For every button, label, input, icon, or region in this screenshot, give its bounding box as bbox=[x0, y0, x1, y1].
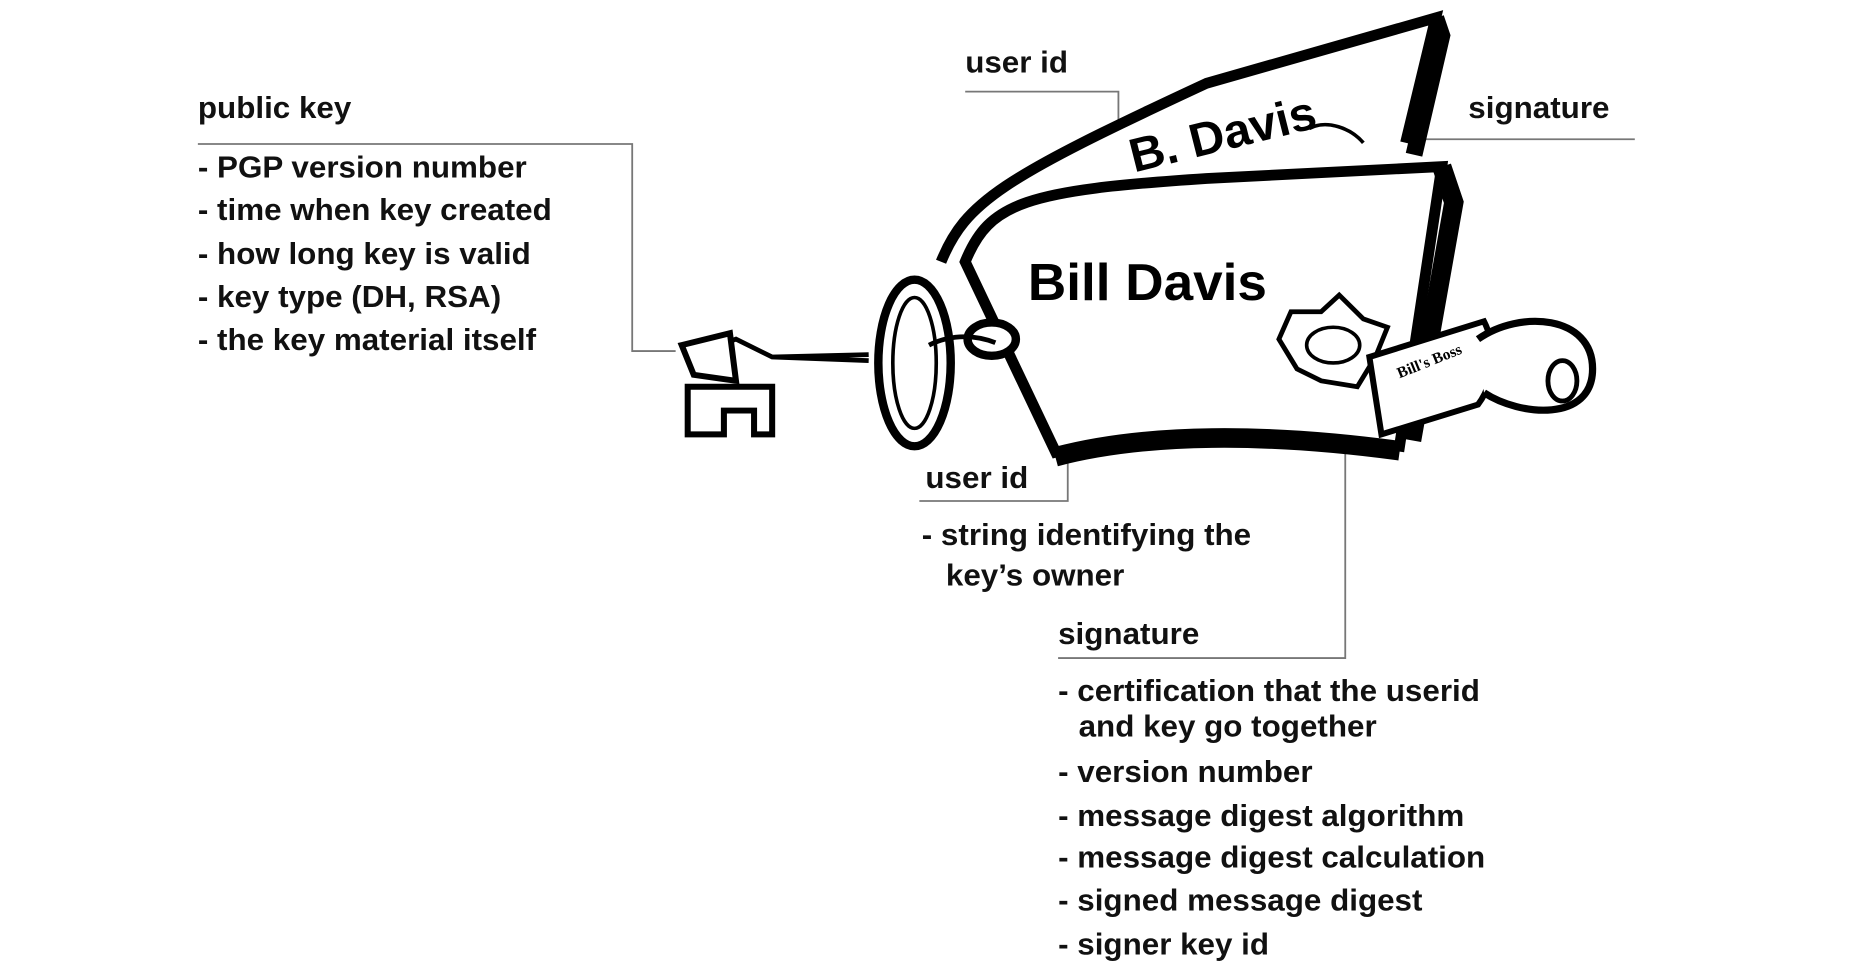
user-id-title: user id bbox=[925, 459, 1029, 496]
public-key-item: - time when key created bbox=[197, 191, 552, 228]
front-tag-label: Bill Davis bbox=[1028, 253, 1267, 312]
top-signature-label: signature bbox=[1468, 89, 1610, 125]
signature-item: - signed message digest bbox=[1058, 881, 1423, 918]
signature-item: - message digest calculation bbox=[1058, 838, 1486, 875]
user-id-item: key’s owner bbox=[945, 556, 1125, 593]
public-key-item: - how long key is valid bbox=[197, 235, 531, 272]
signature-title: signature bbox=[1058, 615, 1200, 651]
signature-item: - version number bbox=[1058, 753, 1313, 789]
signature-item: and key go together bbox=[1078, 708, 1377, 744]
top-user-id-label: user id bbox=[965, 44, 1069, 80]
public-key-item: - PGP version number bbox=[197, 148, 527, 185]
user-id-item: - string identifying the bbox=[921, 516, 1252, 553]
public-key-item: - the key material itself bbox=[197, 321, 537, 358]
public-key-leader bbox=[197, 143, 676, 352]
signature-seal-icon: Bill's Boss bbox=[1276, 291, 1597, 439]
signature-item: - signer key id bbox=[1058, 925, 1270, 962]
public-key-item: - key type (DH, RSA) bbox=[197, 278, 502, 315]
public-key-title: public key bbox=[197, 89, 352, 125]
signature-item: - certification that the userid bbox=[1058, 672, 1480, 709]
key-ring-icon bbox=[677, 275, 997, 451]
signature-item: - message digest algorithm bbox=[1058, 797, 1465, 834]
